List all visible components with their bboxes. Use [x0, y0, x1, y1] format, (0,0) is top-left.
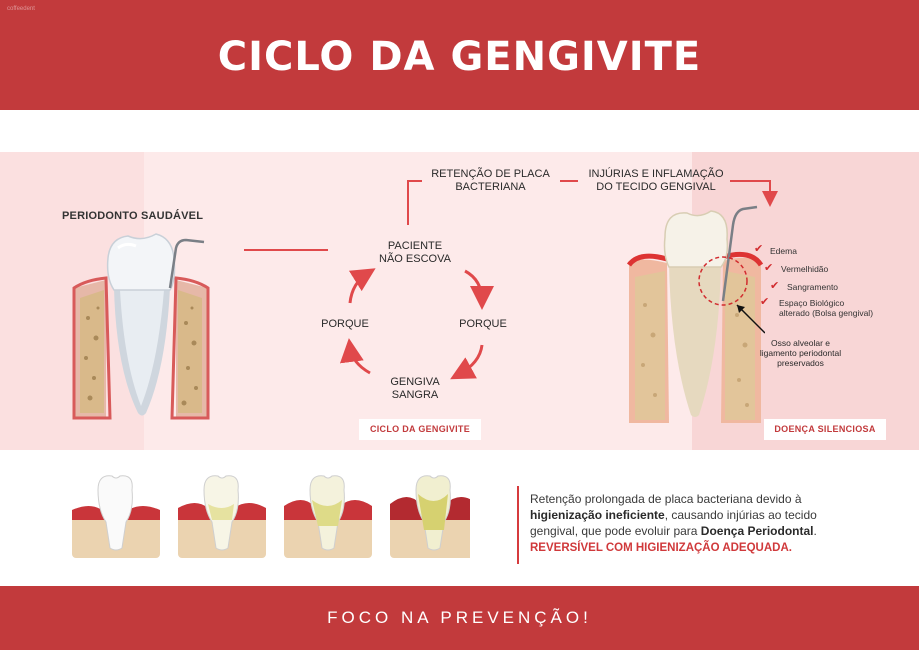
bone-note-line3: preservados	[777, 358, 824, 368]
check-icon: ✔	[764, 262, 774, 274]
symptom-bleeding: Sangramento	[787, 282, 839, 292]
symptom-edema: Edema	[770, 246, 797, 256]
progression-stage-4	[390, 475, 470, 558]
description-text: Retenção prolongada de placa bacteriana …	[530, 491, 860, 556]
healthy-tooth-illustration	[72, 233, 210, 420]
bone-note-line2: ligamento periodontal	[759, 348, 842, 358]
symptom-biologic-space: Espaço Biológico	[779, 298, 845, 308]
footer-text: FOCO NA PREVENÇÃO!	[327, 608, 592, 627]
cycle-label-injury: INJÚRIAS E INFLAMAÇÃO DO TECIDO GENGIVAL	[576, 168, 736, 194]
description-line1: Retenção prolongada de placa bacteriana …	[530, 492, 802, 506]
cycle-label-no-brushing-line1: PACIENTE	[387, 240, 443, 252]
cycle-label-no-brushing-line2: NÃO ESCOVA	[379, 253, 451, 265]
cycle-label-because-right: PORQUE	[459, 318, 507, 330]
check-icon: ✔	[754, 243, 764, 255]
description-bold-disease: Doença Periodontal	[700, 524, 814, 538]
progression-stage-3	[284, 475, 372, 558]
cycle-arrow-top-right	[464, 269, 494, 310]
cycle-label-plaque-line2: BACTERIANA	[455, 181, 526, 193]
inflamed-tooth-illustration	[626, 205, 765, 423]
description-bold-hygiene: higienização ineficiente	[530, 508, 665, 522]
description-line2: , causando injúrias ao tecido	[664, 508, 817, 522]
cycle-arrow-bottom-left	[339, 338, 371, 375]
bone-note: Osso alveolar e ligamento periodontal pr…	[748, 338, 853, 368]
check-icon: ✔	[770, 280, 780, 292]
description-line3: gengival, que pode evoluir para	[530, 524, 701, 538]
gingivitis-cycle-tag: CICLO DA GENGIVITE	[359, 419, 481, 440]
footer-banner: FOCO NA PREVENÇÃO!	[0, 586, 919, 650]
reversible-highlight: REVERSÍVEL COM HIGIENIZAÇÃO ADEQUADA.	[530, 542, 792, 554]
cycle-label-plaque: RETENÇÃO DE PLACA BACTERIANA	[418, 168, 563, 194]
progression-stage-1	[72, 475, 160, 558]
cycle-label-no-brushing: PACIENTE NÃO ESCOVA	[355, 240, 475, 266]
description-accent-bar	[517, 486, 519, 564]
silent-disease-tag: DOENÇA SILENCIOSA	[764, 419, 886, 440]
description-period: .	[813, 524, 817, 538]
gingivitis-progression-illustration	[72, 475, 470, 558]
cycle-label-bleeding: GENGIVA SANGRA	[370, 376, 460, 402]
healthy-periodontium-label: PERIODONTO SAUDÁVEL	[62, 210, 204, 222]
cycle-label-bleeding-line2: SANGRA	[391, 389, 439, 401]
progression-stage-2	[178, 475, 266, 558]
symptom-biologic-space-detail: alterado (Bolsa gengival)	[779, 308, 874, 318]
cycle-arrow-top-left	[348, 268, 376, 304]
page-title: CICLO DA GENGIVITE	[217, 34, 702, 80]
cycle-label-injury-line2: DO TECIDO GENGIVAL	[596, 181, 716, 193]
check-icon: ✔	[760, 296, 770, 308]
symptom-redness: Vermelhidão	[781, 264, 829, 274]
band-center	[144, 152, 692, 450]
cycle-label-bleeding-line1: GENGIVA	[390, 376, 440, 388]
cycle-label-plaque-line1: RETENÇÃO DE PLACA	[431, 168, 550, 180]
bone-note-line1: Osso alveolar e	[770, 338, 831, 348]
connector-line-up	[407, 180, 422, 225]
cycle-arrows	[244, 180, 778, 380]
connector-arrow-right	[730, 180, 778, 207]
cycle-label-because-left: PORQUE	[321, 318, 369, 330]
cycle-arrow-bottom-right	[450, 344, 484, 380]
cycle-label-injury-line1: INJÚRIAS E INFLAMAÇÃO	[588, 168, 724, 180]
header-banner: coffeedent CICLO DA GENGIVITE	[0, 0, 919, 110]
watermark-logo: coffeedent	[7, 6, 35, 12]
